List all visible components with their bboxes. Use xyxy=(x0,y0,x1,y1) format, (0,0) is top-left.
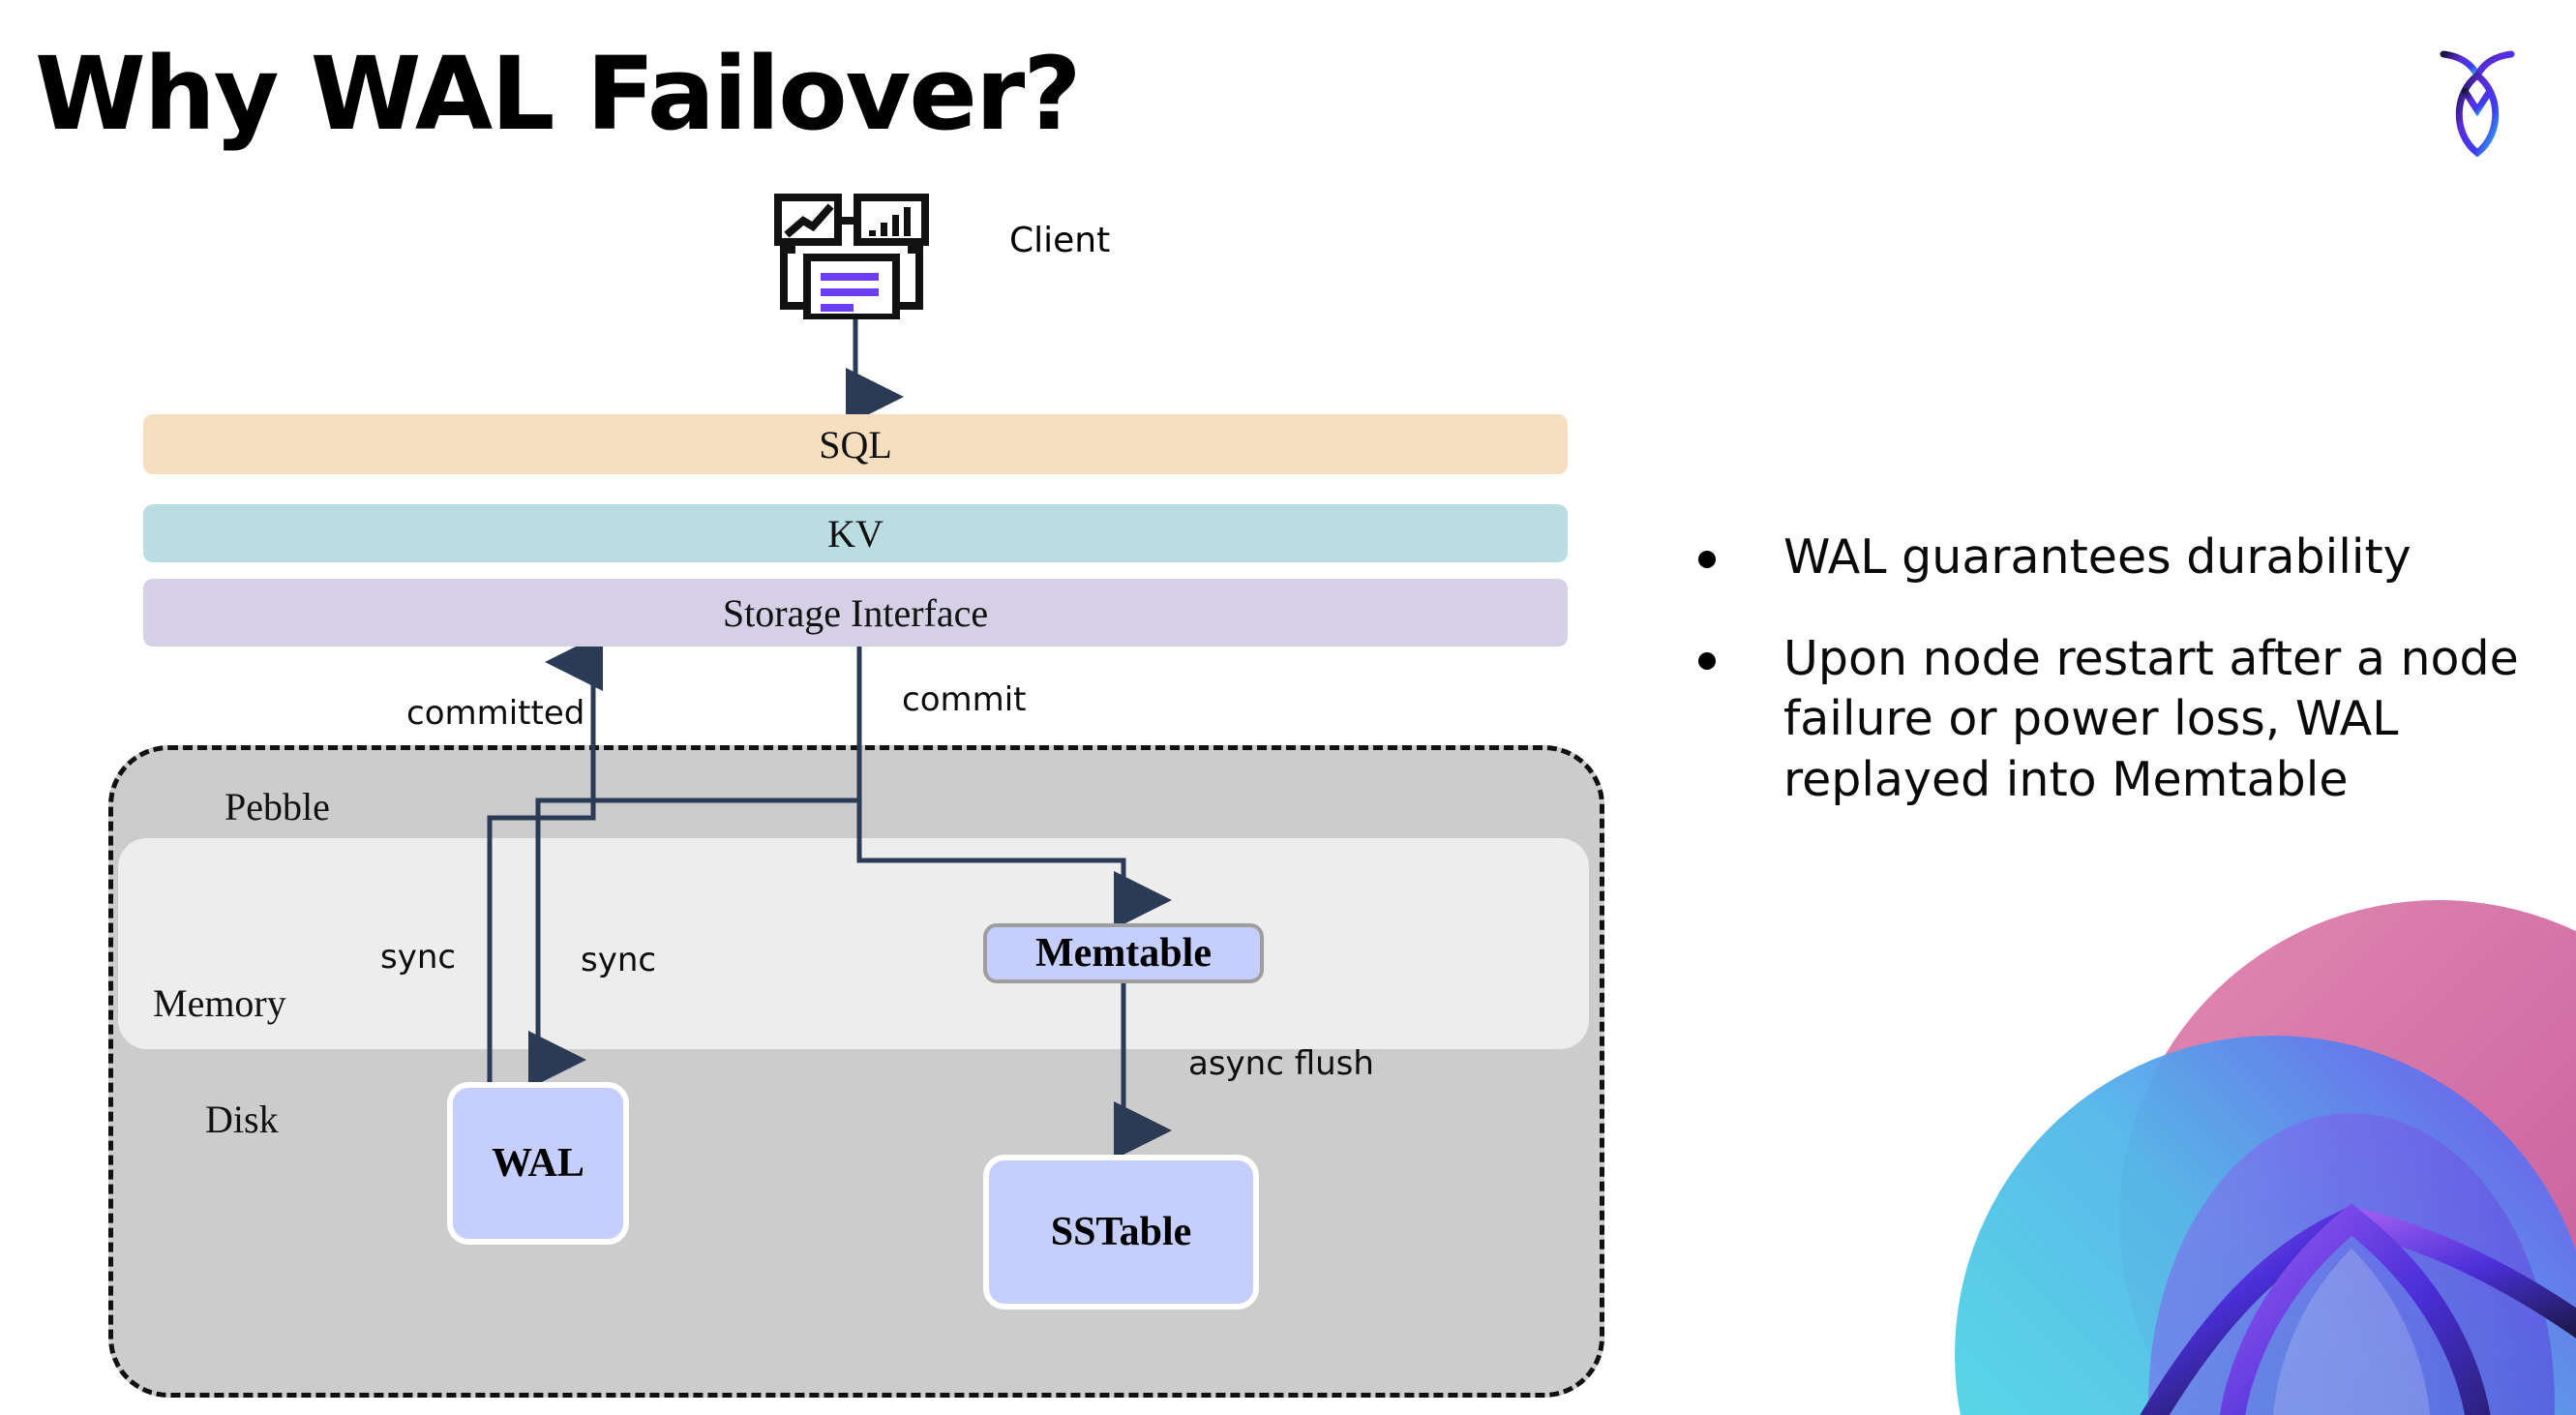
cockroachdb-logo-decoration-icon xyxy=(1897,900,2576,1415)
node-memtable[interactable]: Memtable xyxy=(983,923,1264,983)
node-memtable-label: Memtable xyxy=(1035,931,1212,976)
memory-label: Memory xyxy=(153,981,286,1025)
bullet-text: Upon node restart after a node failure o… xyxy=(1783,630,2519,808)
bullet-text: WAL guarantees durability xyxy=(1783,529,2411,585)
node-wal[interactable]: WAL xyxy=(447,1082,629,1245)
bullet-dot-icon xyxy=(1698,551,1716,568)
layer-bar-sql-label: SQL xyxy=(819,422,892,467)
edge-label-sync-2: sync xyxy=(581,941,657,979)
layer-bar-kv-label: KV xyxy=(827,511,884,556)
memory-region xyxy=(118,838,1589,1049)
layer-bar-kv[interactable]: KV xyxy=(143,504,1568,562)
layer-bar-storage-interface[interactable]: Storage Interface xyxy=(143,579,1568,647)
edge-label-commit: commit xyxy=(902,680,1027,719)
client-label: Client xyxy=(1009,221,1111,260)
layer-bar-storage-interface-label: Storage Interface xyxy=(722,590,989,635)
pebble-label: Pebble xyxy=(225,785,330,828)
list-item: WAL guarantees durability xyxy=(1698,527,2550,588)
architecture-diagram: Client Pebble Memory Disk xyxy=(108,194,1604,1398)
layer-bar-sql[interactable]: SQL xyxy=(143,414,1568,474)
bullet-list: WAL guarantees durability Upon node rest… xyxy=(1698,527,2550,852)
cockroachdb-logo-icon xyxy=(2410,33,2545,168)
node-sstable-label: SSTable xyxy=(1050,1210,1192,1254)
node-wal-label: WAL xyxy=(492,1141,584,1186)
node-sstable[interactable]: SSTable xyxy=(983,1155,1259,1310)
edge-label-committed: committed xyxy=(406,694,585,733)
edge-label-async-flush: async flush xyxy=(1188,1044,1374,1083)
bullet-dot-icon xyxy=(1698,651,1716,670)
client-dashboard-icon xyxy=(774,194,929,321)
page-title: Why WAL Failover? xyxy=(35,35,1082,153)
edge-label-sync-1: sync xyxy=(380,938,457,977)
list-item: Upon node restart after a node failure o… xyxy=(1698,629,2550,811)
disk-label: Disk xyxy=(205,1098,279,1141)
